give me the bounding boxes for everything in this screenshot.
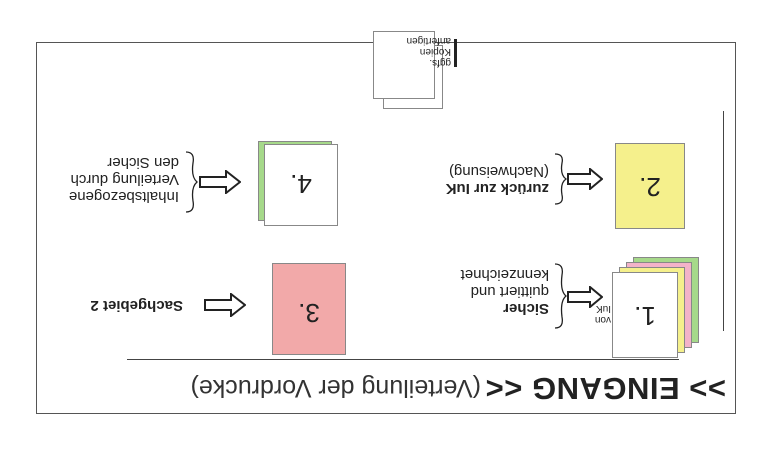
column-divider xyxy=(723,111,724,331)
step-4-form: 4. xyxy=(264,144,338,226)
step-4-number: 4. xyxy=(290,169,312,199)
step-1-arrow xyxy=(567,286,603,308)
copy-note-bar xyxy=(454,39,457,67)
step-3-label: Sachgebiet 2 xyxy=(90,297,183,314)
diagram-subtitle: (Verteilung der Vordrucke) xyxy=(190,374,481,402)
copy-note: ggfs. Kopien anfertigen xyxy=(406,35,451,68)
step-1-form: 1. xyxy=(612,272,678,358)
step-2-arrow xyxy=(567,168,603,190)
step-3-number: 3. xyxy=(298,298,320,328)
step-2-form: 2. xyxy=(615,143,685,229)
step-3-form: 3. xyxy=(272,263,346,355)
step-4-label: Inhaltsbezogene Verteilung durch den Sic… xyxy=(68,154,179,205)
step-2-brace xyxy=(554,153,567,205)
step-1-brace xyxy=(554,263,567,329)
step-4-arrow xyxy=(199,170,241,194)
step-1-label: Sicher quittiert und kennzeichnet xyxy=(460,266,549,317)
step-4-brace xyxy=(185,151,198,213)
diagram-title: >> EINGANG << xyxy=(485,371,726,406)
step-2-label: zurück zur IuK (Nachweisung) xyxy=(445,163,549,197)
step-3-arrow xyxy=(204,293,246,317)
header-divider xyxy=(127,359,679,360)
step-2-number: 2. xyxy=(639,172,661,202)
step-1-number: 1. xyxy=(634,301,656,331)
